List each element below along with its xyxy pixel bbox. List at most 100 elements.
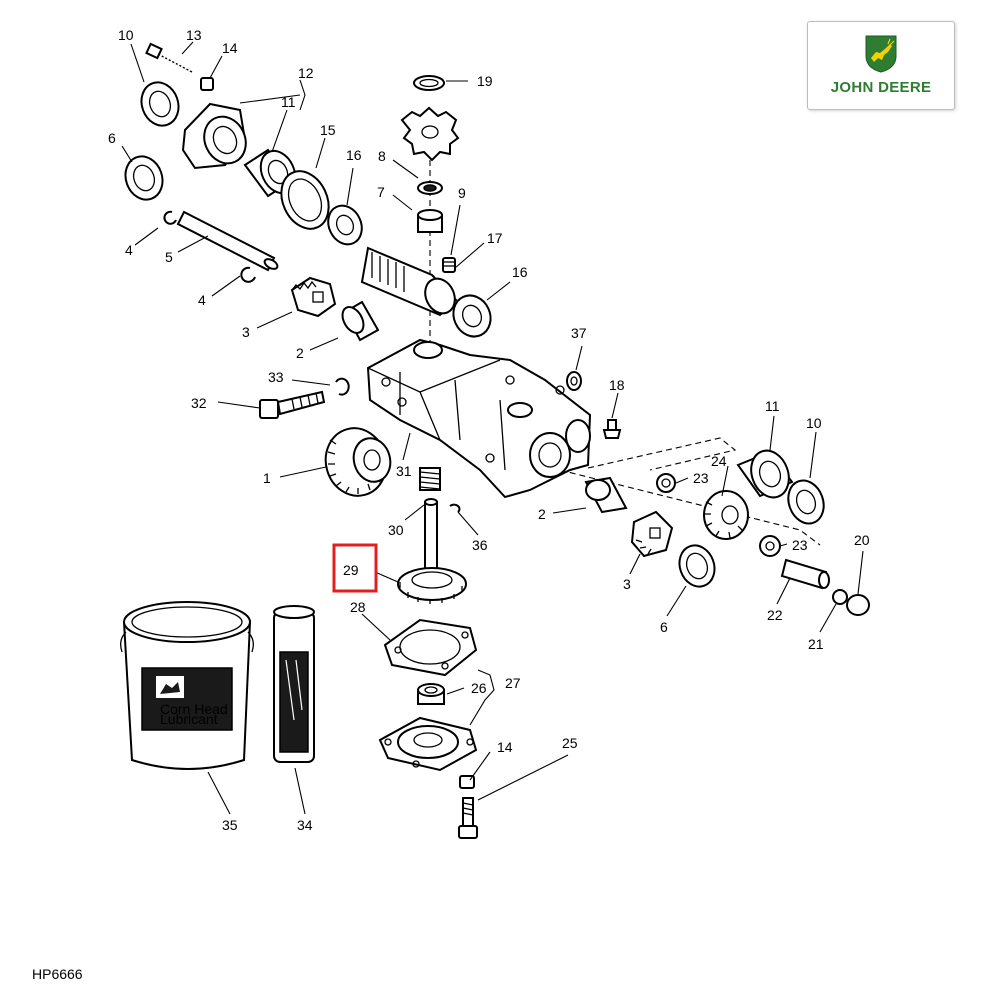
highlight-box-part-29 [332, 543, 378, 593]
brand-wordmark: JOHN DEERE [830, 79, 932, 96]
part-27-cover [378, 716, 478, 772]
part-5-shaft [176, 210, 279, 272]
callout-15: 15 [320, 122, 336, 138]
callout-25: 25 [562, 735, 578, 751]
part-3-bevel-gear-right [630, 510, 674, 558]
callout-2: 2 [296, 345, 304, 361]
callout-16: 16 [512, 264, 528, 280]
callout-11: 11 [281, 94, 296, 110]
assembly-dash-line [559, 469, 821, 546]
part-1-gear [324, 427, 392, 497]
part-gear-right [703, 490, 749, 540]
callout-14: 14 [497, 739, 513, 755]
part-26-bushing [417, 683, 445, 705]
part-23-bearing [656, 473, 676, 493]
deer-emblem-icon [865, 35, 897, 73]
part-21-plug [832, 589, 848, 605]
callout-11: 11 [765, 398, 780, 414]
callout-35: 35 [222, 817, 238, 833]
part-20-cap [846, 594, 870, 616]
callout-9: 9 [458, 185, 466, 201]
part-sprocket [400, 106, 460, 162]
part-10-seal [140, 81, 180, 127]
callout-4: 4 [198, 292, 206, 308]
part-8-bearing [417, 181, 443, 195]
callout-21: 21 [808, 636, 824, 652]
callout-23: 23 [693, 470, 709, 486]
callout-37: 37 [571, 325, 587, 341]
callout-26: 26 [471, 680, 487, 696]
callout-7: 7 [377, 184, 385, 200]
callout-28: 28 [350, 599, 366, 615]
pail-label-line-2: Lubricant [160, 711, 218, 727]
grease-tube [273, 605, 315, 763]
callout-19: 19 [477, 73, 493, 89]
part-28-gasket [383, 618, 478, 677]
callout-3: 3 [623, 576, 631, 592]
part-13-bolt [145, 42, 193, 73]
callout-34: 34 [297, 817, 313, 833]
callout-22: 22 [767, 607, 783, 623]
part-9-set-screw [442, 257, 456, 273]
callout-33: 33 [268, 369, 284, 385]
part-splined-shaft [360, 246, 458, 317]
lubricant-pail [120, 601, 254, 770]
callout-12: 12 [298, 65, 314, 81]
part-16-washer [327, 204, 363, 246]
part-12-flange-housing [181, 102, 247, 170]
callout-29: 29 [343, 562, 359, 578]
callout-36: 36 [472, 537, 488, 553]
part-4-retaining-clip [163, 210, 177, 225]
callout-13: 13 [186, 27, 202, 43]
callout-5: 5 [165, 249, 173, 265]
part-37-washer [566, 371, 582, 391]
pail-label-line-1: Corn Head [160, 701, 228, 717]
part-23-bearing-right [759, 535, 781, 557]
figure-code: HP6666 [32, 966, 83, 982]
callout-10: 10 [118, 27, 134, 43]
part-2-bushing-right [584, 476, 628, 514]
john-deere-logo: JOHN DEERE [807, 21, 955, 110]
callout-3: 3 [242, 324, 250, 340]
callout-24: 24 [711, 453, 727, 469]
callout-labels: 10 13 14 12 11 15 16 6 4 5 4 3 2 19 8 7 … [108, 27, 870, 833]
part-22-pin [780, 558, 830, 590]
part-18-fitting [602, 419, 622, 439]
callout-32: 32 [191, 395, 207, 411]
gearbox-housing [366, 338, 592, 499]
part-33-lock-washer [335, 377, 350, 396]
part-3-bevel-gear [290, 276, 337, 318]
callout-20: 20 [854, 532, 870, 548]
callout-31: 31 [396, 463, 412, 479]
assembly-dash-line [587, 437, 737, 471]
part-16-washer-lower [452, 294, 492, 338]
callout-27: 27 [505, 675, 521, 691]
callout-2: 2 [538, 506, 546, 522]
part-11-bearing-right [736, 449, 794, 499]
callout-16: 16 [346, 147, 362, 163]
callout-14: 14 [222, 40, 238, 56]
part-15-ring [280, 170, 330, 230]
callout-30: 30 [388, 522, 404, 538]
part-36-clip [449, 503, 461, 513]
leader-lines [121, 41, 864, 815]
part-25-bolt [458, 797, 478, 839]
part-31-spring [419, 467, 441, 491]
callout-18: 18 [609, 377, 625, 393]
part-2-bushing [341, 300, 380, 342]
part-6-bearing-cup [124, 155, 164, 201]
part-19-o-ring [413, 75, 445, 91]
part-14-nut [200, 77, 214, 91]
part-6-bearing-cup-right [678, 544, 716, 588]
callout-4: 4 [125, 242, 133, 258]
callout-10: 10 [806, 415, 822, 431]
part-32-bolt [259, 390, 326, 419]
part-7-bushing [417, 209, 443, 233]
callout-6: 6 [108, 130, 116, 146]
callout-8: 8 [378, 148, 386, 164]
part-29-ring-gear [397, 567, 467, 604]
part-10-seal-right [787, 479, 825, 525]
part-4-retaining-clip [240, 266, 256, 283]
callout-6: 6 [660, 619, 668, 635]
